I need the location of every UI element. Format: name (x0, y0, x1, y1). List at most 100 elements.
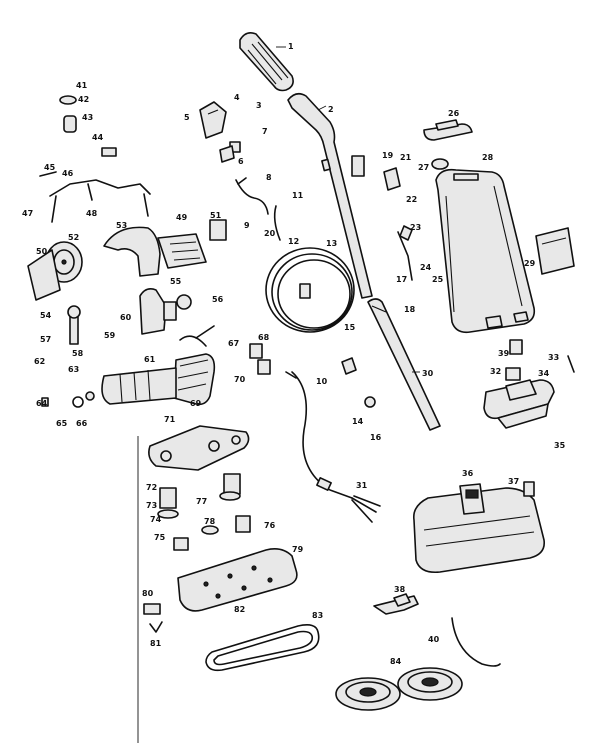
callout-52: 52 (68, 233, 79, 242)
callout-75: 75 (154, 533, 166, 542)
callout-32: 32 (490, 367, 501, 376)
callout-64: 64 (36, 399, 48, 408)
callout-39: 39 (498, 349, 510, 358)
callout-8: 8 (266, 173, 272, 182)
callout-19: 19 (382, 151, 394, 160)
callout-28: 28 (482, 153, 494, 162)
callout-44: 44 (92, 133, 104, 142)
brush-holder (139, 288, 167, 335)
callout-53: 53 (116, 221, 127, 230)
callout-72: 72 (146, 483, 157, 492)
callout-80: 80 (142, 589, 154, 598)
callout-35: 35 (554, 441, 566, 450)
callout-62: 62 (34, 357, 45, 366)
callout-66: 66 (76, 419, 88, 428)
callout-11: 11 (292, 191, 304, 200)
cord-coil (265, 205, 355, 333)
small-parts (39, 95, 575, 743)
callout-16: 16 (370, 433, 382, 442)
motor (101, 325, 216, 406)
callout-24: 24 (420, 263, 432, 272)
bumper (205, 624, 320, 672)
callout-34: 34 (538, 369, 550, 378)
callout-21: 21 (400, 153, 412, 162)
callout-41: 41 (76, 81, 88, 90)
callout-47: 47 (22, 209, 33, 218)
callout-58: 58 (72, 349, 84, 358)
callout-82: 82 (234, 605, 245, 614)
callout-38: 38 (394, 585, 406, 594)
callout-5: 5 (184, 113, 190, 122)
callout-9: 9 (244, 221, 250, 230)
callout-37: 37 (508, 477, 519, 486)
pedal (373, 593, 419, 615)
motor-housing (148, 425, 250, 471)
callout-27: 27 (418, 163, 429, 172)
callout-40: 40 (428, 635, 440, 644)
callout-73: 73 (146, 501, 157, 510)
callout-17: 17 (396, 275, 407, 284)
callout-42: 42 (78, 95, 89, 104)
callout-59: 59 (104, 331, 116, 340)
upper-handle-tube (287, 92, 373, 299)
callout-61: 61 (144, 355, 156, 364)
callout-70: 70 (234, 375, 246, 384)
rear-wand (397, 225, 413, 281)
callout-57: 57 (40, 335, 51, 344)
power-cord (285, 371, 381, 523)
callout-45: 45 (44, 163, 56, 172)
rear-housing (483, 379, 555, 429)
callout-83: 83 (312, 611, 323, 620)
callout-60: 60 (120, 313, 132, 322)
bottom-plate (177, 548, 298, 612)
bag-tag (535, 227, 575, 275)
callout-23: 23 (410, 223, 421, 232)
callout-69: 69 (190, 399, 202, 408)
callout-68: 68 (258, 333, 270, 342)
callout-15: 15 (344, 323, 356, 332)
wire-harness (235, 177, 269, 215)
callout-55: 55 (170, 277, 182, 286)
callout-50: 50 (36, 247, 48, 256)
callout-78: 78 (204, 517, 216, 526)
callout-67: 67 (228, 339, 239, 348)
fan-plate (27, 249, 61, 301)
callout-79: 79 (292, 545, 304, 554)
callout-31: 31 (356, 481, 368, 490)
callout-65: 65 (56, 419, 68, 428)
belt (451, 617, 501, 667)
callout-4: 4 (234, 93, 240, 102)
callout-1: 1 (288, 42, 294, 51)
callout-46: 46 (62, 169, 74, 178)
callout-51: 51 (210, 211, 222, 220)
callout-84: 84 (390, 657, 402, 666)
callout-81: 81 (150, 639, 162, 648)
callout-29: 29 (524, 259, 536, 268)
lower-handle-tube (367, 298, 441, 431)
callout-3: 3 (256, 101, 262, 110)
callout-30: 30 (422, 369, 434, 378)
callout-76: 76 (264, 521, 276, 530)
callout-25: 25 (432, 275, 444, 284)
callout-26: 26 (448, 109, 460, 118)
callout-22: 22 (406, 195, 417, 204)
callout-48: 48 (86, 209, 98, 218)
callout-14: 14 (352, 417, 364, 426)
callout-77: 77 (196, 497, 207, 506)
callout-74: 74 (150, 515, 162, 524)
base-hood (412, 483, 546, 574)
callout-6: 6 (238, 157, 244, 166)
callout-56: 56 (212, 295, 224, 304)
callout-71: 71 (164, 415, 176, 424)
handle-grip (239, 32, 294, 92)
callout-18: 18 (404, 305, 416, 314)
callout-49: 49 (176, 213, 188, 222)
callout-labels: 1 2 3 4 5 6 7 8 9 10 11 12 13 14 15 16 1… (22, 42, 566, 666)
wheels (335, 667, 463, 711)
bag-cover (435, 168, 536, 334)
callout-43: 43 (82, 113, 93, 122)
callout-36: 36 (462, 469, 474, 478)
bracket (49, 179, 151, 223)
callout-7: 7 (262, 127, 268, 136)
